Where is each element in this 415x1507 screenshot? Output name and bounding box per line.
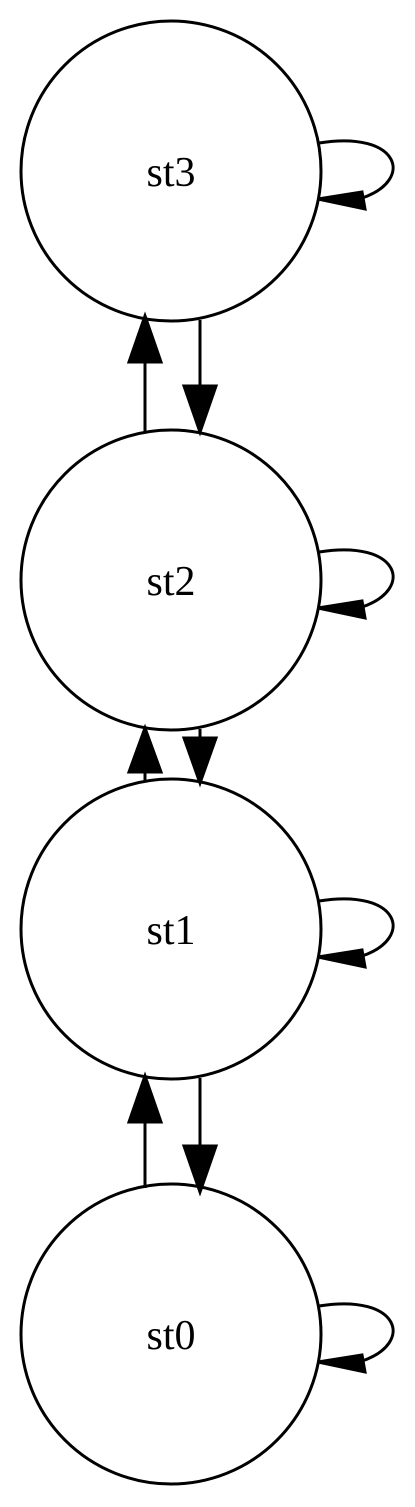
edge-st2-to-st3 [126, 311, 164, 432]
edge-st1-to-st0 [181, 1078, 219, 1197]
edge-st1-self-loop [317, 897, 395, 969]
edge-st1-to-st2 [126, 723, 164, 781]
node-st3-circle [19, 19, 323, 323]
node-st1-circle [19, 777, 323, 1081]
arrowhead-st2-to-st3 [126, 311, 164, 364]
node-st0[interactable]: st0 [19, 1182, 323, 1486]
arrowhead-st1-to-st0 [181, 1144, 219, 1197]
edge-st0-self-loop [317, 1302, 395, 1374]
node-st1[interactable]: st1 [19, 777, 323, 1081]
arrowhead-st3-self-loop [317, 190, 367, 211]
arrowhead-st1-to-st2 [126, 723, 164, 774]
edge-st3-to-st2 [181, 320, 219, 437]
node-st3-label: st3 [146, 150, 195, 196]
edge-st3-self-loop [317, 139, 395, 211]
node-st3[interactable]: st3 [19, 19, 323, 323]
arrowhead-st0-self-loop [317, 1353, 367, 1374]
node-st1-label: st1 [146, 908, 195, 954]
node-st2-label: st2 [146, 559, 195, 605]
arrowhead-st3-to-st2 [181, 384, 219, 437]
node-st0-label: st0 [146, 1313, 195, 1359]
arrowhead-st1-self-loop [317, 948, 367, 969]
node-st2[interactable]: st2 [19, 428, 323, 732]
edge-st0-to-st1 [126, 1071, 164, 1188]
edge-st2-to-st1 [181, 729, 219, 788]
arrowhead-st2-self-loop [317, 599, 367, 620]
arrowhead-st0-to-st1 [126, 1071, 164, 1124]
edge-st2-self-loop [317, 548, 395, 620]
node-st2-circle [19, 428, 323, 732]
node-st0-circle [19, 1182, 323, 1486]
arrowhead-st2-to-st1 [181, 736, 219, 788]
